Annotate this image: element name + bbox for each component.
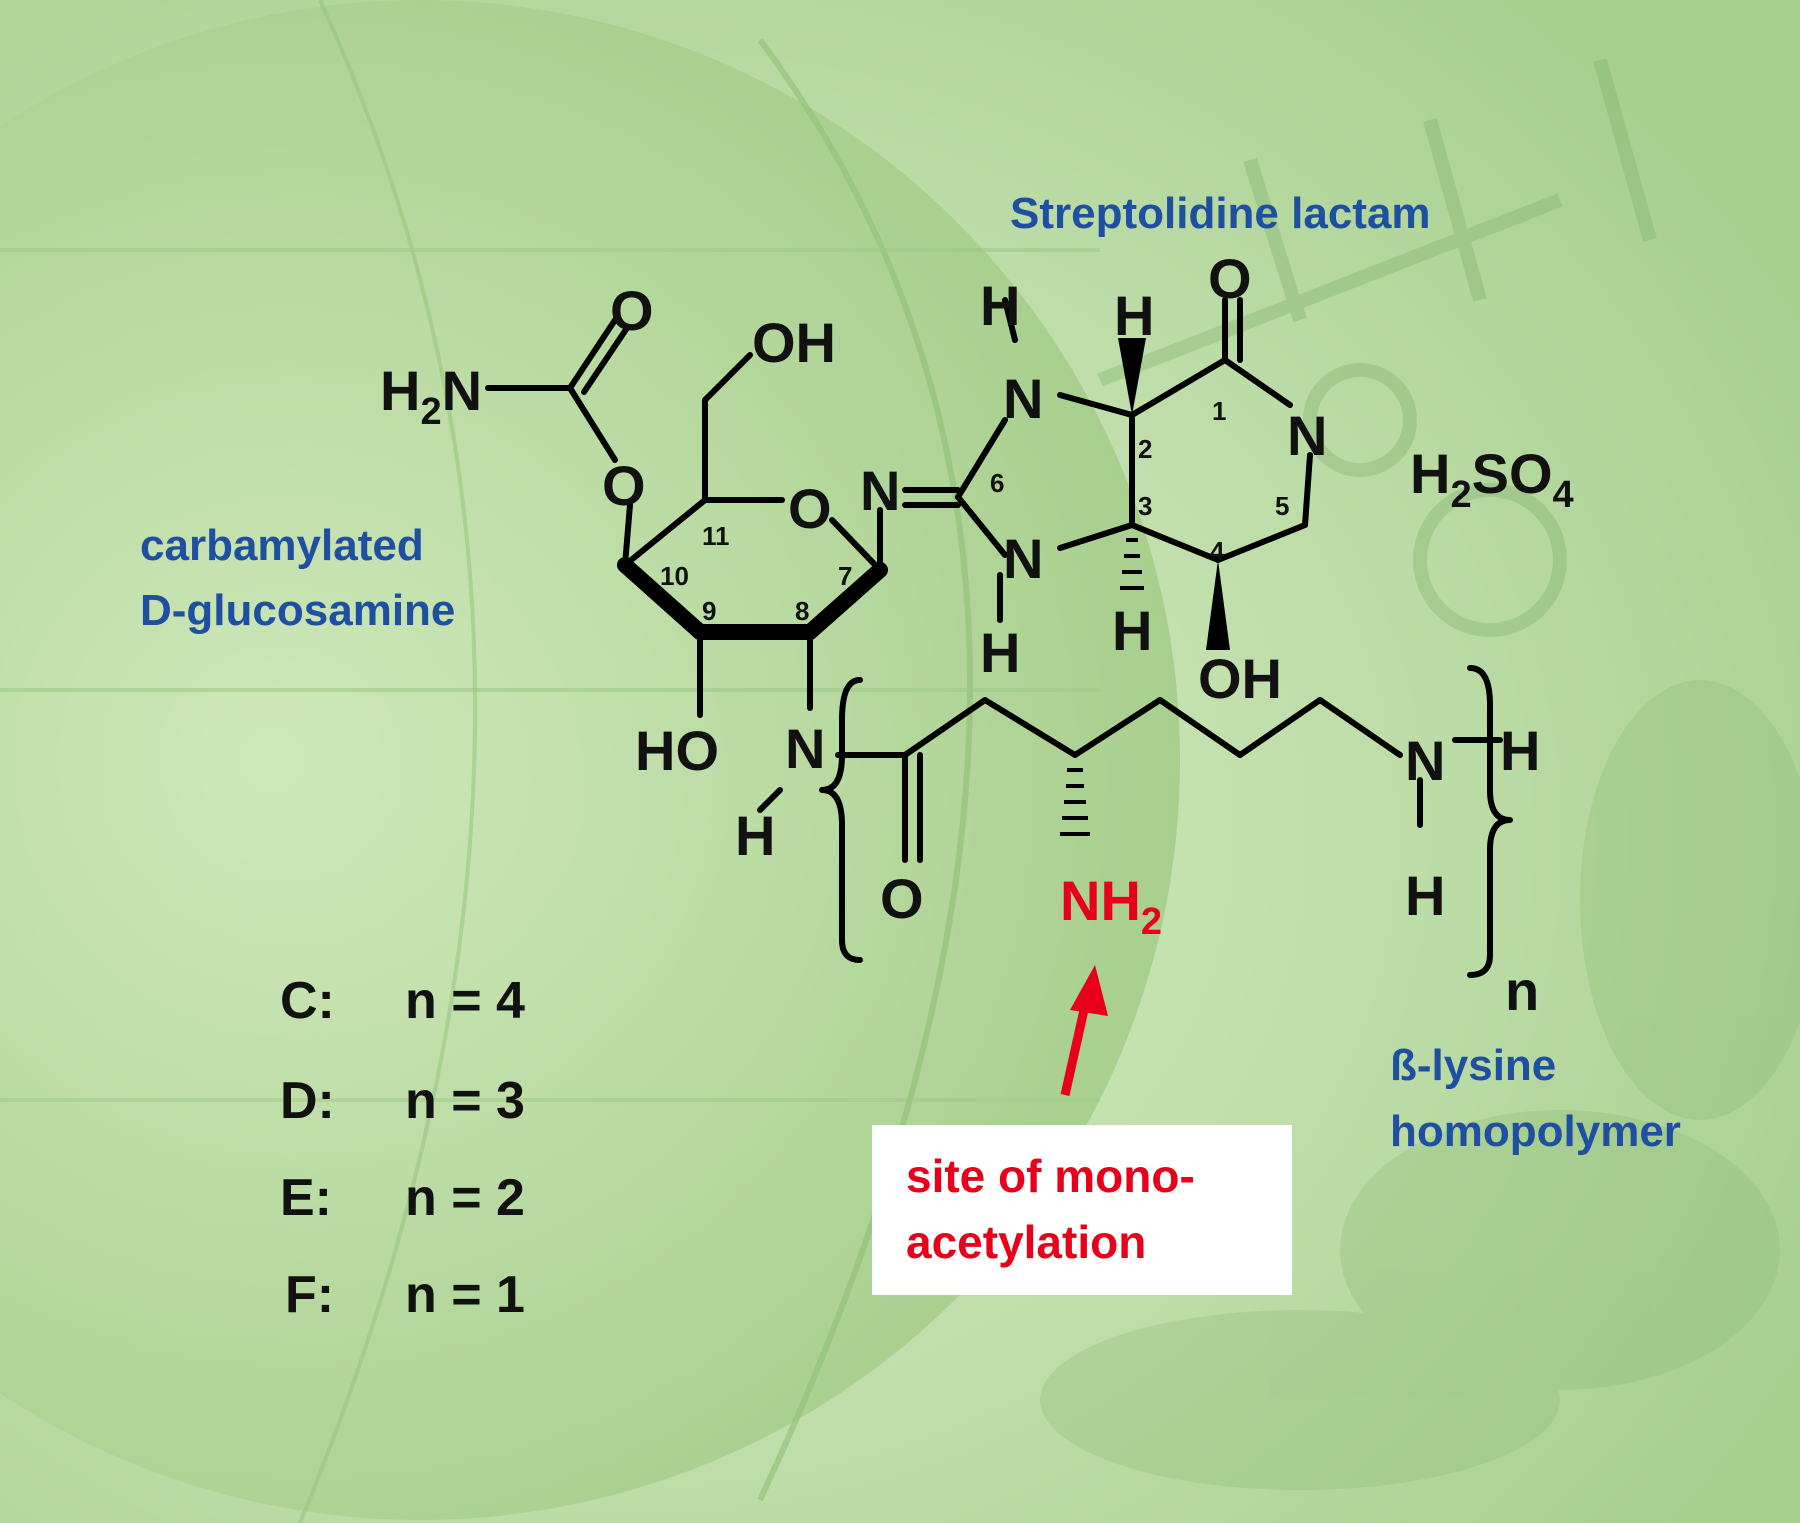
atom-n-top: N xyxy=(1003,367,1043,430)
position-3: 3 xyxy=(1138,491,1152,521)
atom-n-end: N xyxy=(1405,729,1445,792)
atom-h-bottom: H xyxy=(980,621,1020,684)
position-7: 7 xyxy=(838,561,852,591)
position-6: 6 xyxy=(990,468,1004,498)
position-8: 8 xyxy=(795,596,809,626)
series-label-f: F: xyxy=(285,1266,334,1324)
atom-h-top: H xyxy=(980,274,1020,337)
sulfuric-acid: H2SO4 xyxy=(1410,442,1574,516)
atom-n-bottom: N xyxy=(1003,527,1043,590)
repeat-subscript: n xyxy=(1505,959,1539,1022)
sugar-ring xyxy=(617,352,888,718)
series-list: C: n = 4 D: n = 3 E: n = 2 F: n = 1 xyxy=(280,972,525,1324)
atom-h-stereo-bottom: H xyxy=(1112,599,1152,662)
series-value-c: n = 4 xyxy=(405,972,525,1030)
atom-h2n: H2N xyxy=(380,359,482,433)
position-2: 2 xyxy=(1138,434,1152,464)
atom-amide-o: O xyxy=(880,867,924,930)
acetylation-arrow xyxy=(1060,965,1108,1096)
series-value-e: n = 2 xyxy=(405,1169,525,1227)
position-9: 9 xyxy=(702,596,716,626)
lysine-chain xyxy=(757,665,1513,978)
atom-link-o: O xyxy=(602,454,646,517)
series-label-d: D: xyxy=(280,1072,335,1130)
streptolidine-core xyxy=(902,297,1313,650)
series-label-e: E: xyxy=(280,1169,332,1227)
carbamate-group xyxy=(485,317,630,463)
position-1: 1 xyxy=(1212,396,1226,426)
series-value-f: n = 1 xyxy=(405,1266,525,1324)
atom-nh2: NH2 xyxy=(1060,869,1162,943)
atom-n-amide: N xyxy=(785,717,825,780)
annotation-line1: site of mono- xyxy=(906,1150,1195,1202)
position-10: 10 xyxy=(660,561,689,591)
position-4: 4 xyxy=(1210,536,1225,566)
atom-n-lactam: N xyxy=(1287,404,1327,467)
lysine-label-line2: homopolymer xyxy=(1390,1107,1681,1156)
atom-lactam-o: O xyxy=(1208,247,1252,310)
position-5: 5 xyxy=(1275,491,1289,521)
series-label-c: C: xyxy=(280,972,335,1030)
glucosamine-label-line2: D-glucosamine xyxy=(140,586,455,635)
streptolidine-label: Streptolidine lactam xyxy=(1010,189,1431,238)
atom-ring-o: O xyxy=(788,477,832,540)
annotation-line2: acetylation xyxy=(906,1216,1146,1268)
atom-oh-top: OH xyxy=(752,311,836,374)
annotation-box xyxy=(872,1125,1292,1295)
atom-n-imine: N xyxy=(860,459,900,522)
atom-h-end-bottom: H xyxy=(1405,864,1445,927)
atom-h-stereo-top: H xyxy=(1114,284,1154,347)
glucosamine-label-line1: carbamylated xyxy=(140,521,424,570)
position-11: 11 xyxy=(702,521,730,551)
atom-carbamate-o: O xyxy=(610,279,654,342)
atom-h-end-right: H xyxy=(1500,719,1540,782)
atom-h-amide: H xyxy=(735,804,775,867)
atom-oh-bottom: OH xyxy=(1198,647,1282,710)
series-value-d: n = 3 xyxy=(405,1072,525,1130)
lysine-label-line1: ß-lysine xyxy=(1390,1041,1556,1090)
atom-ho: HO xyxy=(635,719,719,782)
